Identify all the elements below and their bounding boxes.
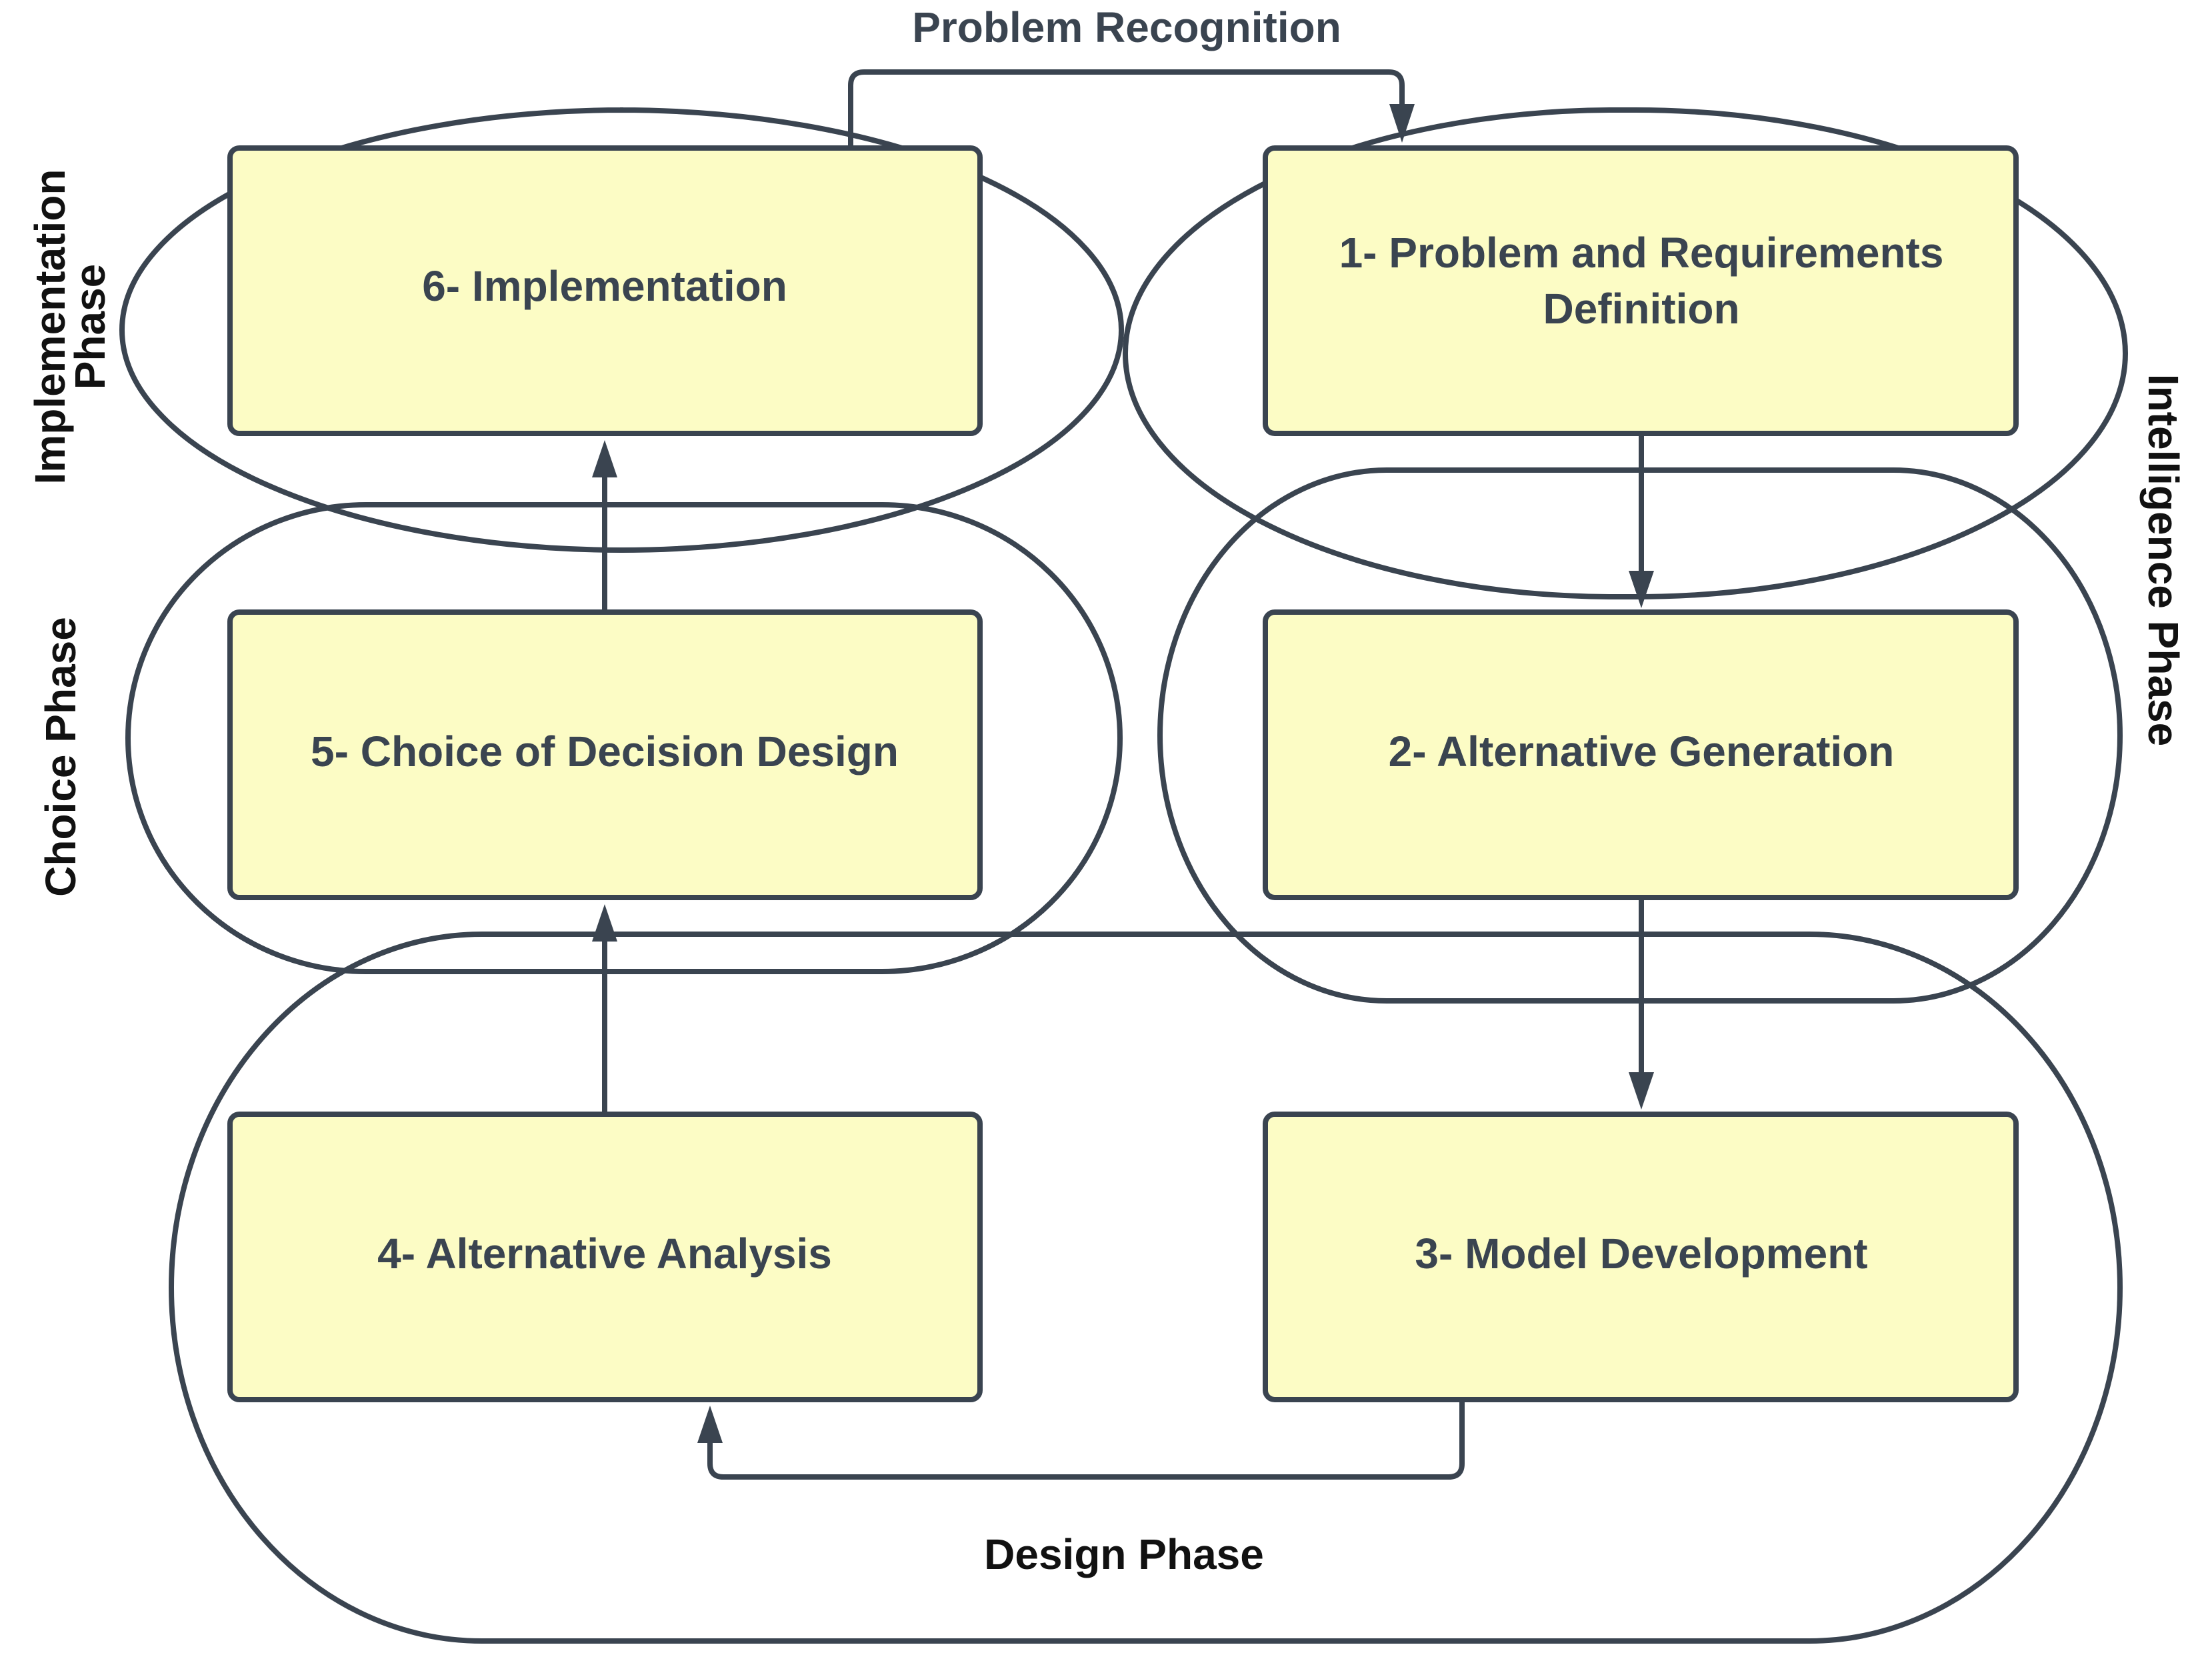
- arrow-step2-to-step3: [1629, 898, 1654, 1110]
- step-6-label: 6- Implementation: [422, 262, 787, 310]
- implementation-phase-label-line1: Implementation: [26, 169, 74, 485]
- step-4-label: 4- Alternative Analysis: [377, 1230, 832, 1278]
- problem-recognition-label: Problem Recognition: [912, 3, 1341, 51]
- step-4-alternative-analysis-box: [227, 1112, 983, 1402]
- intelligence-lower-outline: [1157, 467, 2123, 1004]
- arrow-step5-to-step6: [592, 440, 617, 612]
- step-2-label: 2- Alternative Generation: [1389, 727, 1895, 775]
- arrow-problem-recognition-feedback: [848, 69, 1415, 148]
- arrow-step3-to-step4: [697, 1400, 1465, 1480]
- design-phase-label: Design Phase: [984, 1530, 1264, 1578]
- implementation-phase-label-line2: Phase: [66, 264, 114, 390]
- step-5-label: 5- Choice of Decision Design: [311, 727, 899, 775]
- step-3-model-development-box: [1263, 1112, 2019, 1402]
- step-1-problem-definition-box: [1263, 145, 2019, 436]
- step-5-choice-box: [227, 609, 983, 900]
- step-1-label-line1: 1- Problem and Requirements: [1339, 229, 1944, 277]
- arrow-step1-to-step2: [1629, 433, 1654, 608]
- design-phase-outline: [169, 932, 2123, 1644]
- implementation-phase-outline: [119, 107, 1124, 553]
- step-1-label-line2: Definition: [1543, 285, 1739, 333]
- choice-phase-label: Choice Phase: [37, 617, 85, 897]
- step-6-implementation-box: [227, 145, 983, 436]
- choice-phase-outline: [125, 502, 1123, 974]
- intelligence-phase-label: Intelligence Phase: [2139, 374, 2187, 746]
- intelligence-phase-outline: [1123, 107, 2128, 599]
- arrow-step4-to-step5: [592, 904, 617, 1114]
- step-2-alternative-generation-box: [1263, 609, 2019, 900]
- step-3-label: 3- Model Development: [1415, 1230, 1867, 1278]
